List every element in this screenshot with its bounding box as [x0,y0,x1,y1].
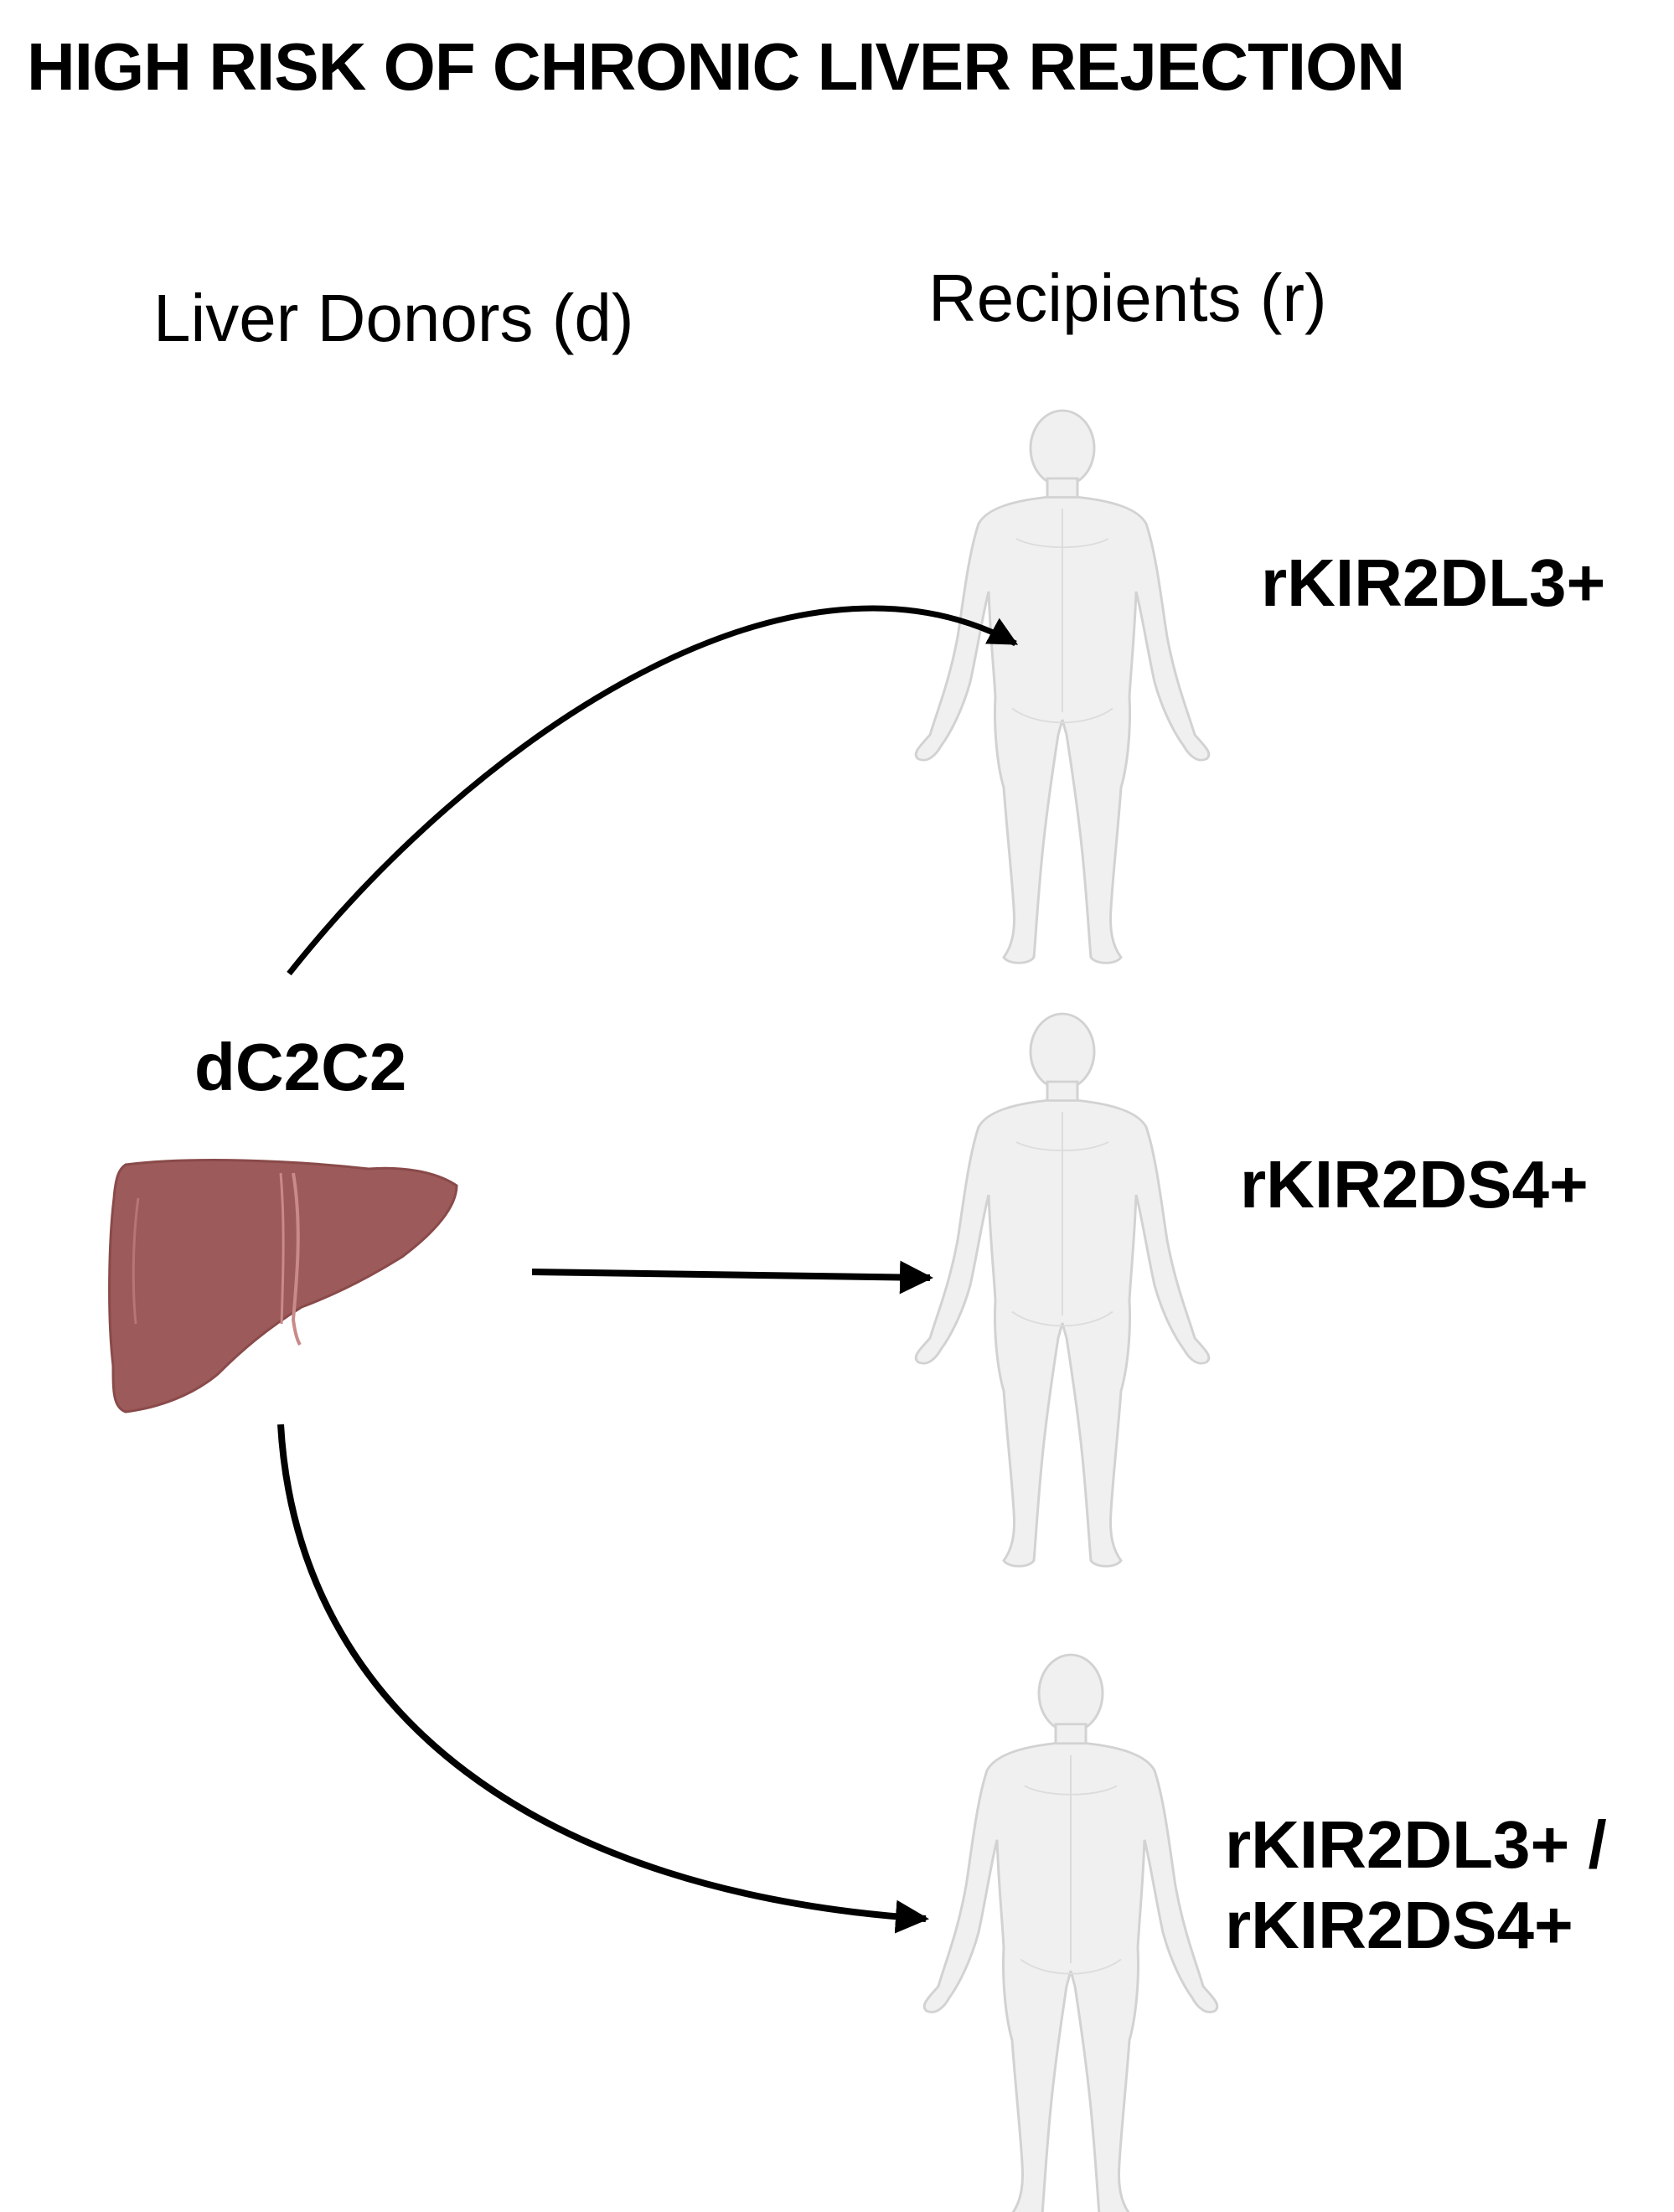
donors-column-heading: Liver Donors (d) [153,281,634,355]
recipients-column-heading: Recipients (r) [928,261,1327,335]
recipient-figure-3 [922,1653,1219,2212]
arrow-to-recipient-3 [277,1424,929,1934]
arrow-to-recipient-1 [287,605,1019,976]
recipient-1-label: rKIR2DL3+ [1261,545,1606,620]
recipient-3-label: rKIR2DL3+ / rKIR2DS4+ [1225,1805,1607,1966]
liver-icon [108,1159,458,1414]
diagram-title: HIGH RISK OF CHRONIC LIVER REJECTION [27,29,1405,104]
recipient-figure-2 [914,1012,1211,1568]
recipient-3-label-line1: rKIR2DL3+ / [1225,1807,1607,1882]
donor-genotype-label: dC2C2 [194,1030,407,1104]
recipient-figure-1 [914,409,1211,964]
recipient-2-label: rKIR2DS4+ [1240,1147,1589,1222]
arrow-to-recipient-2 [531,1260,933,1295]
recipient-3-label-line2: rKIR2DS4+ [1225,1888,1573,1962]
